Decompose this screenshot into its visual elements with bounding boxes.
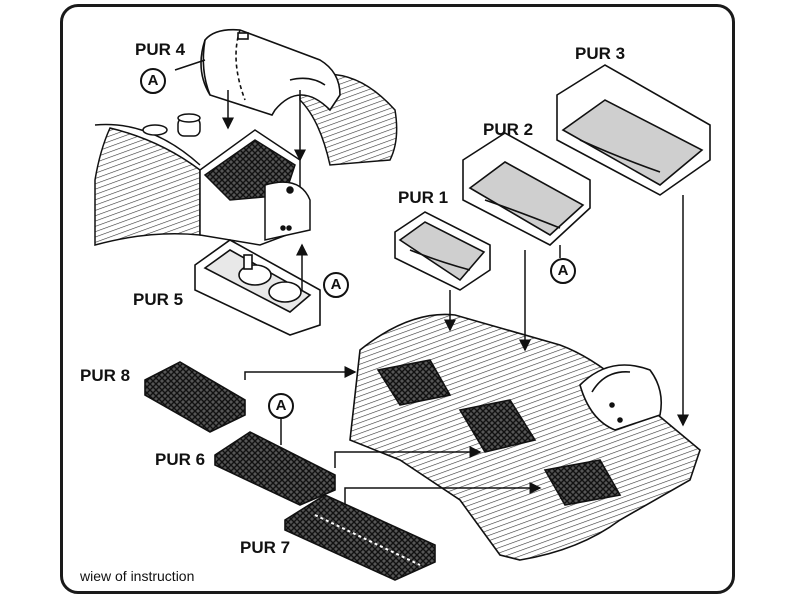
pur6-mesh-plate [214, 431, 336, 506]
callout-a-pur4: A [140, 68, 166, 94]
label-pur5: PUR 5 [133, 290, 184, 309]
pur3-box-part [556, 64, 711, 196]
pur7-mesh-plate [284, 494, 436, 581]
wing-panel [349, 313, 701, 561]
pur1-box-part [394, 211, 491, 291]
label-pur1: PUR 1 [398, 188, 449, 207]
callout-a-pur2: A [550, 258, 576, 284]
pur4-cover-part [200, 28, 341, 116]
caption: wiew of instruction [80, 568, 195, 584]
label-pur8: PUR 8 [80, 366, 131, 385]
label-pur2: PUR 2 [483, 120, 534, 139]
callout-a-pur5: A [323, 272, 349, 298]
label-pur6: PUR 6 [155, 450, 206, 469]
callout-a-pur6: A [268, 393, 294, 419]
label-pur3: PUR 3 [575, 44, 626, 63]
label-pur4: PUR 4 [135, 40, 186, 59]
pur2-box-part [462, 132, 591, 246]
pur8-mesh-plate [144, 361, 246, 433]
pur5-radiator-part [194, 239, 321, 336]
label-pur7: PUR 7 [240, 538, 291, 557]
assembly-arrows [174, 59, 689, 505]
